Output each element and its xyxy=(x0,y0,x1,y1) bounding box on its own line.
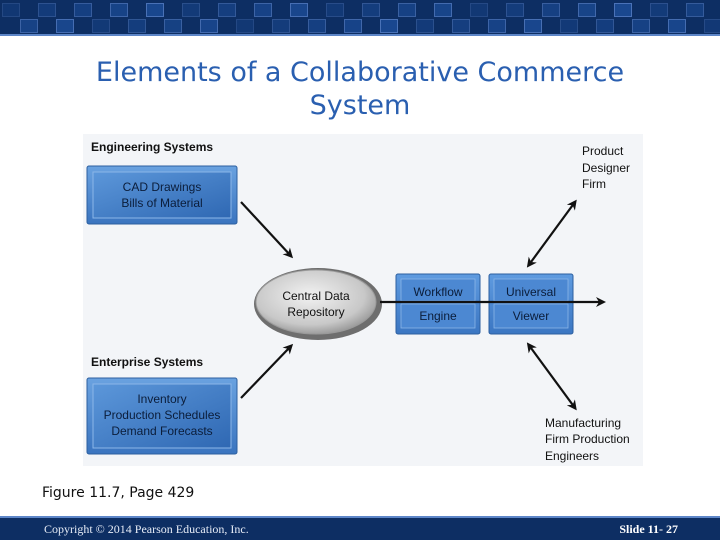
engineering-box-line-2: Bills of Material xyxy=(121,196,202,210)
copyright-text: Copyright © 2014 Pearson Education, Inc. xyxy=(44,522,249,536)
banner-tile xyxy=(74,3,92,17)
banner-tile xyxy=(668,19,686,33)
banner-tile xyxy=(416,19,434,33)
engineering-systems-label: Engineering Systems xyxy=(91,140,213,154)
banner-tile xyxy=(344,19,362,33)
banner-band xyxy=(0,34,720,36)
manufacturing-line-1: Manufacturing xyxy=(545,416,621,430)
viewer-line-1: Universal xyxy=(506,285,556,299)
banner-tile xyxy=(164,19,182,33)
banner-tile xyxy=(38,3,56,17)
banner-tile xyxy=(650,3,668,17)
designer-line-3: Firm xyxy=(582,177,606,191)
banner-tile xyxy=(578,3,596,17)
banner-tile xyxy=(362,3,380,17)
enterprise-box-line-1: Inventory xyxy=(137,392,186,406)
banner-tile xyxy=(452,19,470,33)
title-line-2: System xyxy=(309,90,411,121)
banner-tile xyxy=(560,19,578,33)
banner-tile xyxy=(470,3,488,17)
workflow-engine-box: Workflow Engine xyxy=(395,273,481,335)
banner-tile xyxy=(146,3,164,17)
viewer-designer-arrow xyxy=(526,199,577,268)
banner-tile xyxy=(434,3,452,17)
banner-tile xyxy=(488,19,506,33)
engineering-box: CAD Drawings Bills of Material xyxy=(86,165,238,225)
figure-caption: Figure 11.7, Page 429 xyxy=(42,485,195,501)
banner-tile xyxy=(308,19,326,33)
universal-viewer-box: Universal Viewer xyxy=(488,273,574,335)
enterprise-box-line-3: Demand Forecasts xyxy=(111,424,212,438)
workflow-line-1: Workflow xyxy=(413,285,462,299)
banner-tile xyxy=(524,19,542,33)
banner-tile xyxy=(110,3,128,17)
enterprise-systems-label: Enterprise Systems xyxy=(91,355,203,369)
banner-tile xyxy=(272,19,290,33)
banner-tile xyxy=(2,3,20,17)
banner-tile xyxy=(542,3,560,17)
top-banner xyxy=(0,0,720,36)
enterprise-box: Inventory Production Schedules Demand Fo… xyxy=(86,377,238,455)
banner-tile xyxy=(686,3,704,17)
banner-tile xyxy=(20,19,38,33)
banner-tile xyxy=(506,3,524,17)
central-data-repository: Central Data Repository xyxy=(254,268,382,340)
banner-tile xyxy=(92,19,110,33)
viewer-manufacturing-arrow xyxy=(526,342,577,411)
banner-tile xyxy=(56,19,74,33)
designer-line-1: Product xyxy=(582,144,624,158)
workflow-line-2: Engine xyxy=(419,309,457,323)
banner-tile xyxy=(254,3,272,17)
engineering-box-line-1: CAD Drawings xyxy=(123,180,202,194)
collaborative-commerce-diagram: Engineering Systems CAD Drawings Bills o… xyxy=(83,134,643,466)
slide-title: Elements of a Collaborative Commerce Sys… xyxy=(40,56,680,122)
banner-tile xyxy=(290,3,308,17)
designer-line-2: Designer xyxy=(582,161,630,175)
title-line-1: Elements of a Collaborative Commerce xyxy=(95,57,625,88)
repository-line-1: Central Data xyxy=(282,289,350,303)
banner-tile xyxy=(326,3,344,17)
enterprise-box-line-2: Production Schedules xyxy=(104,408,221,422)
banner-tile xyxy=(704,19,720,33)
slide-number: Slide 11- 27 xyxy=(619,522,678,536)
repository-line-2: Repository xyxy=(287,305,344,319)
manufacturing-line-3: Engineers xyxy=(545,449,599,463)
banner-tile xyxy=(614,3,632,17)
manufacturing-line-2: Firm Production xyxy=(545,432,630,446)
banner-tile xyxy=(128,19,146,33)
banner-tile xyxy=(596,19,614,33)
banner-tile xyxy=(380,19,398,33)
banner-tile xyxy=(200,19,218,33)
footer-bar: Copyright © 2014 Pearson Education, Inc.… xyxy=(0,516,720,540)
engineering-to-repository-arrow xyxy=(240,201,294,259)
banner-tile xyxy=(182,3,200,17)
banner-tile xyxy=(398,3,416,17)
banner-tile xyxy=(218,3,236,17)
viewer-line-2: Viewer xyxy=(513,309,549,323)
enterprise-to-repository-arrow xyxy=(240,343,294,399)
banner-tile xyxy=(632,19,650,33)
banner-tile xyxy=(236,19,254,33)
